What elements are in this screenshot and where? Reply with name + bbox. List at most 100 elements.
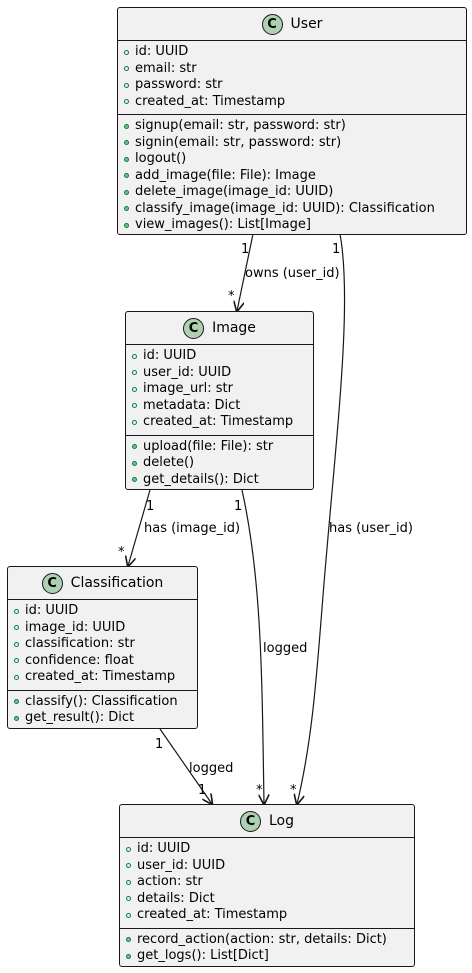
field-text: details: Dict	[137, 890, 215, 906]
field-row: id: UUID	[132, 348, 313, 365]
class-fields: id: UUID user_id: UUID image_url: str me…	[126, 345, 313, 436]
method-text: classify_image(image_id: UUID): Classifi…	[135, 200, 435, 216]
label-classification-log: logged	[189, 761, 233, 776]
label-user-image: owns (user_id)	[245, 266, 340, 281]
mult-user-log-to: *	[290, 783, 297, 798]
public-visibility-icon	[132, 370, 137, 376]
field-row: user_id: UUID	[132, 365, 313, 382]
class-log: C Log id: UUID user_id: UUID action: str…	[119, 804, 415, 967]
public-visibility-icon	[14, 608, 19, 614]
method-text: get_logs(): List[Dict]	[137, 948, 269, 963]
method-row: signin(email: str, password: str)	[124, 135, 466, 152]
field-text: id: UUID	[135, 44, 189, 59]
mult-image-log-to: *	[256, 783, 263, 798]
mult-user-log-from: 1	[332, 242, 340, 257]
edge-image-classification	[128, 489, 151, 566]
class-name: Image	[212, 320, 256, 336]
field-text: created_at: Timestamp	[135, 93, 286, 109]
public-method-icon	[132, 477, 137, 483]
public-method-icon	[14, 715, 19, 721]
method-row: add_image(file: File): Image	[124, 168, 466, 185]
class-header: C Log	[120, 805, 414, 838]
class-badge-icon: C	[239, 810, 261, 832]
class-header: C User	[118, 8, 466, 41]
method-text: record_action(action: str, details: Dict…	[137, 931, 387, 947]
label-image-log: logged	[263, 641, 307, 656]
method-row: classify_image(image_id: UUID): Classifi…	[124, 201, 466, 218]
class-methods: classify(): Classification get_result():…	[8, 691, 197, 731]
class-image: C Image id: UUID user_id: UUID image_url…	[125, 311, 314, 490]
public-visibility-icon	[14, 625, 19, 631]
class-name: Classification	[70, 575, 164, 591]
mult-image-log-from: 1	[234, 499, 242, 514]
edge-user-log	[297, 233, 346, 804]
method-row: delete_image(image_id: UUID)	[124, 184, 466, 201]
field-text: created_at: Timestamp	[137, 907, 288, 922]
class-badge-icon: C	[41, 572, 63, 594]
public-visibility-icon	[126, 863, 131, 869]
edge-user-image	[237, 233, 254, 311]
field-text: email: str	[135, 60, 197, 76]
method-text: signup(email: str, password: str)	[135, 118, 346, 133]
field-text: classification: str	[25, 636, 135, 651]
public-visibility-icon	[132, 353, 137, 359]
mult-classification-log-to: 1	[198, 783, 206, 798]
public-visibility-icon	[124, 66, 129, 72]
method-text: get_result(): Dict	[25, 710, 135, 725]
class-methods: upload(file: File): str delete() get_det…	[126, 436, 313, 493]
method-text: delete()	[143, 455, 195, 470]
public-method-icon	[132, 444, 137, 450]
class-badge-icon: C	[261, 13, 283, 35]
method-text: upload(file: File): str	[143, 438, 274, 454]
field-row: created_at: Timestamp	[124, 94, 466, 111]
method-row: logout()	[124, 151, 466, 168]
field-row: email: str	[124, 61, 466, 78]
field-row: classification: str	[14, 636, 197, 653]
method-text: signin(email: str, password: str)	[135, 134, 342, 150]
method-text: logout()	[135, 151, 187, 166]
field-row: id: UUID	[124, 44, 466, 61]
public-method-icon	[124, 222, 129, 228]
field-text: metadata: Dict	[143, 397, 241, 413]
class-name: Log	[268, 813, 294, 829]
field-text: user_id: UUID	[137, 857, 226, 873]
public-visibility-icon	[124, 82, 129, 88]
mult-user-image-to: *	[228, 289, 235, 304]
field-row: image_url: str	[132, 381, 313, 398]
method-text: get_details(): Dict	[143, 471, 259, 487]
public-method-icon	[124, 206, 129, 212]
label-user-log: has (user_id)	[329, 521, 413, 536]
public-visibility-icon	[132, 403, 137, 409]
field-text: id: UUID	[137, 841, 191, 856]
class-methods: signup(email: str, password: str) signin…	[118, 115, 466, 238]
public-method-icon	[124, 173, 129, 179]
public-method-icon	[124, 156, 129, 162]
mult-image-classification-to: *	[118, 545, 125, 560]
class-header: C Classification	[8, 567, 197, 600]
label-image-classification: has (image_id)	[144, 521, 240, 536]
field-row: user_id: UUID	[126, 858, 414, 875]
method-row: upload(file: File): str	[132, 439, 313, 456]
public-method-icon	[14, 699, 19, 705]
field-text: user_id: UUID	[143, 364, 232, 380]
public-visibility-icon	[126, 846, 131, 852]
field-text: id: UUID	[25, 603, 79, 618]
public-visibility-icon	[14, 658, 19, 664]
public-visibility-icon	[126, 912, 131, 918]
class-fields: id: UUID user_id: UUID action: str detai…	[120, 838, 414, 929]
field-row: id: UUID	[14, 603, 197, 620]
field-row: id: UUID	[126, 841, 414, 858]
class-methods: record_action(action: str, details: Dict…	[120, 929, 414, 969]
class-user: C User id: UUID email: str password: str…	[117, 7, 467, 235]
method-row: get_details(): Dict	[132, 472, 313, 489]
public-visibility-icon	[124, 99, 129, 105]
public-method-icon	[126, 953, 131, 959]
public-visibility-icon	[126, 879, 131, 885]
field-row: action: str	[126, 874, 414, 891]
method-text: view_images(): List[Image]	[135, 217, 311, 232]
public-visibility-icon	[124, 49, 129, 55]
field-text: password: str	[135, 77, 223, 92]
method-text: delete_image(image_id: UUID)	[135, 184, 334, 199]
field-text: image_url: str	[143, 381, 233, 396]
